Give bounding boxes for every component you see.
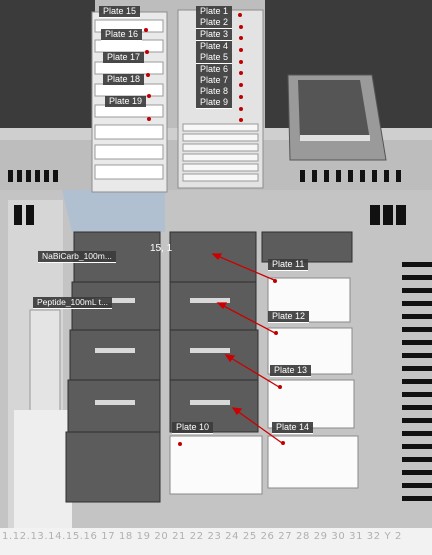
- well-marker-dot: [144, 28, 148, 32]
- well-marker-dot: [238, 13, 242, 17]
- well-marker-dot: [278, 385, 282, 389]
- well-marker-dot: [239, 107, 243, 111]
- well-marker-dot: [239, 36, 243, 40]
- reagent-label-nabicarb[interactable]: NaBiCarb_100m...: [38, 251, 116, 263]
- well-marker-dot: [239, 48, 243, 52]
- stack-plate-label[interactable]: Plate 17: [103, 52, 145, 64]
- well-marker-dot: [178, 442, 182, 446]
- stack-plate-label[interactable]: Plate 2: [196, 17, 233, 29]
- well-marker-dot: [239, 25, 243, 29]
- plate-label-10[interactable]: Plate 10: [172, 422, 214, 434]
- plate-label-13[interactable]: Plate 13: [270, 365, 312, 377]
- stack-plate-label[interactable]: Plate 9: [196, 97, 233, 109]
- coordinate-readout: 15, 1: [150, 243, 173, 254]
- plate-label-12[interactable]: Plate 12: [268, 311, 310, 323]
- reagent-label-peptide[interactable]: Peptide_100mL t...: [33, 297, 113, 309]
- well-marker-dot: [146, 73, 150, 77]
- stack-plate-label[interactable]: Plate 16: [101, 29, 143, 41]
- well-marker-dot: [145, 50, 149, 54]
- well-marker-dot: [239, 95, 243, 99]
- stack-plate-label[interactable]: Plate 3: [196, 29, 233, 41]
- stack-plate-label[interactable]: Plate 5: [196, 52, 233, 64]
- well-marker-dot: [239, 118, 243, 122]
- plate-label-14[interactable]: Plate 14: [272, 422, 314, 434]
- position-ruler: [0, 528, 432, 555]
- well-marker-dot: [239, 71, 243, 75]
- stack-plate-label[interactable]: Plate 19: [105, 96, 147, 108]
- stack-plate-label[interactable]: Plate 18: [103, 74, 145, 86]
- well-marker-dot: [239, 83, 243, 87]
- well-marker-dot: [147, 94, 151, 98]
- plate-label-11[interactable]: Plate 11: [268, 259, 309, 271]
- well-marker-dot: [274, 331, 278, 335]
- well-marker-dot: [147, 117, 151, 121]
- well-marker-dot: [239, 60, 243, 64]
- stack-plate-label[interactable]: Plate 15: [99, 6, 141, 18]
- position-ruler-text: 1.12.13.14.15.16 17 18 19 20 21 22 23 24…: [2, 531, 402, 542]
- well-marker-dot: [281, 441, 285, 445]
- well-marker-dot: [273, 279, 277, 283]
